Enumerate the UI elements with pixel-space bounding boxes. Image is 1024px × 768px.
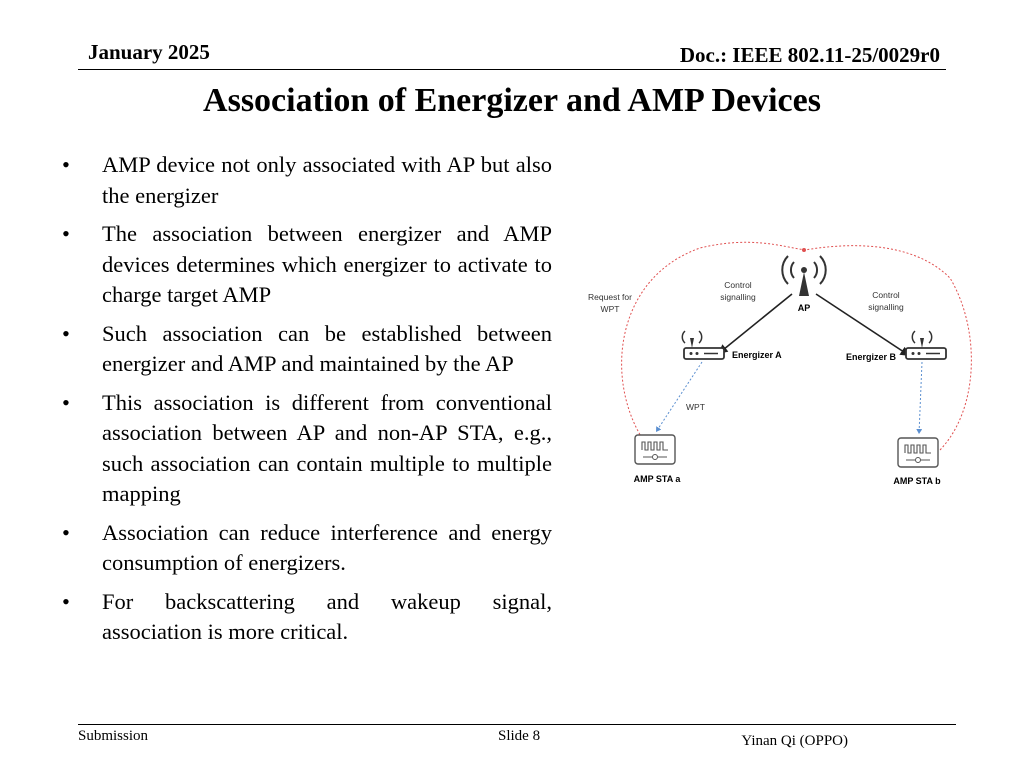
control-arrow-right [815,293,911,357]
wpt-arrow-a [655,361,703,433]
bullet-text: AMP device not only associated with AP b… [102,152,552,208]
wpt-arrow-b [916,361,923,435]
amp-sta-b-icon [897,437,939,468]
bullet-text: Association can reduce interference and … [102,519,552,576]
request-for-wpt-line2: WPT [601,304,620,314]
header-date: January 2025 [88,40,210,64]
association-diagram: AP Control signalling Control signalling… [588,241,972,486]
bullet-text: For backscattering and wakeup signal, as… [102,588,552,645]
control-signalling-left-line2: signalling [720,292,756,302]
bullet-text: This association is different from conve… [102,389,552,507]
footer-submission: Submission [78,728,149,744]
ap-label: AP [798,303,811,313]
amp-sta-b-label: AMP STA b [893,476,941,486]
energizer-b-label: Energizer B [846,352,897,362]
request-for-wpt-line1: Request for [588,292,632,302]
energizer-a-label: Energizer A [732,350,782,360]
control-signalling-right-line1: Control [872,290,900,300]
bullet-symbol: • [62,152,70,177]
bullet-list: • AMP device not only associated with AP … [62,150,552,656]
bullet-symbol: • [62,519,70,545]
slide-title: Association of Energizer and AMP Devices [203,82,821,119]
bullet-symbol: • [62,320,70,346]
footer-divider [78,724,956,725]
header-doc-id: Doc.: IEEE 802.11-25/0029r0 [679,43,940,67]
loop-marker [802,248,806,252]
bullet-item: • The association between energizer and A… [62,219,552,311]
bullet-item: • Such association can be established bet… [62,319,552,380]
header-divider [78,69,946,70]
energizer-a-icon [681,330,725,360]
bullet-text: The association between energizer and AM… [102,221,552,307]
energizer-b-icon [905,330,947,360]
bullet-item: • This association is different from conv… [62,388,552,510]
control-signalling-right-line2: signalling [868,302,904,312]
control-arrow-left [717,293,793,355]
request-for-wpt-loop [621,241,972,451]
footer-slide-number: Slide 8 [498,728,541,744]
bullet-symbol: • [62,389,70,415]
bullet-symbol: • [62,588,70,614]
bullet-item: • Association can reduce interference and… [62,518,552,579]
ap-icon [781,255,827,296]
wpt-label: WPT [686,402,705,412]
bullet-item: • For backscattering and wakeup signal, a… [62,587,552,648]
bullet-symbol: • [62,221,70,246]
bullet-text: Such association can be established betw… [102,320,552,377]
bullet-item: • AMP device not only associated with AP … [62,150,552,211]
footer-author: Yinan Qi (OPPO) [741,733,848,749]
amp-sta-a-icon [634,434,676,465]
amp-sta-a-label: AMP STA a [634,474,682,484]
control-signalling-left-line1: Control [724,280,752,290]
